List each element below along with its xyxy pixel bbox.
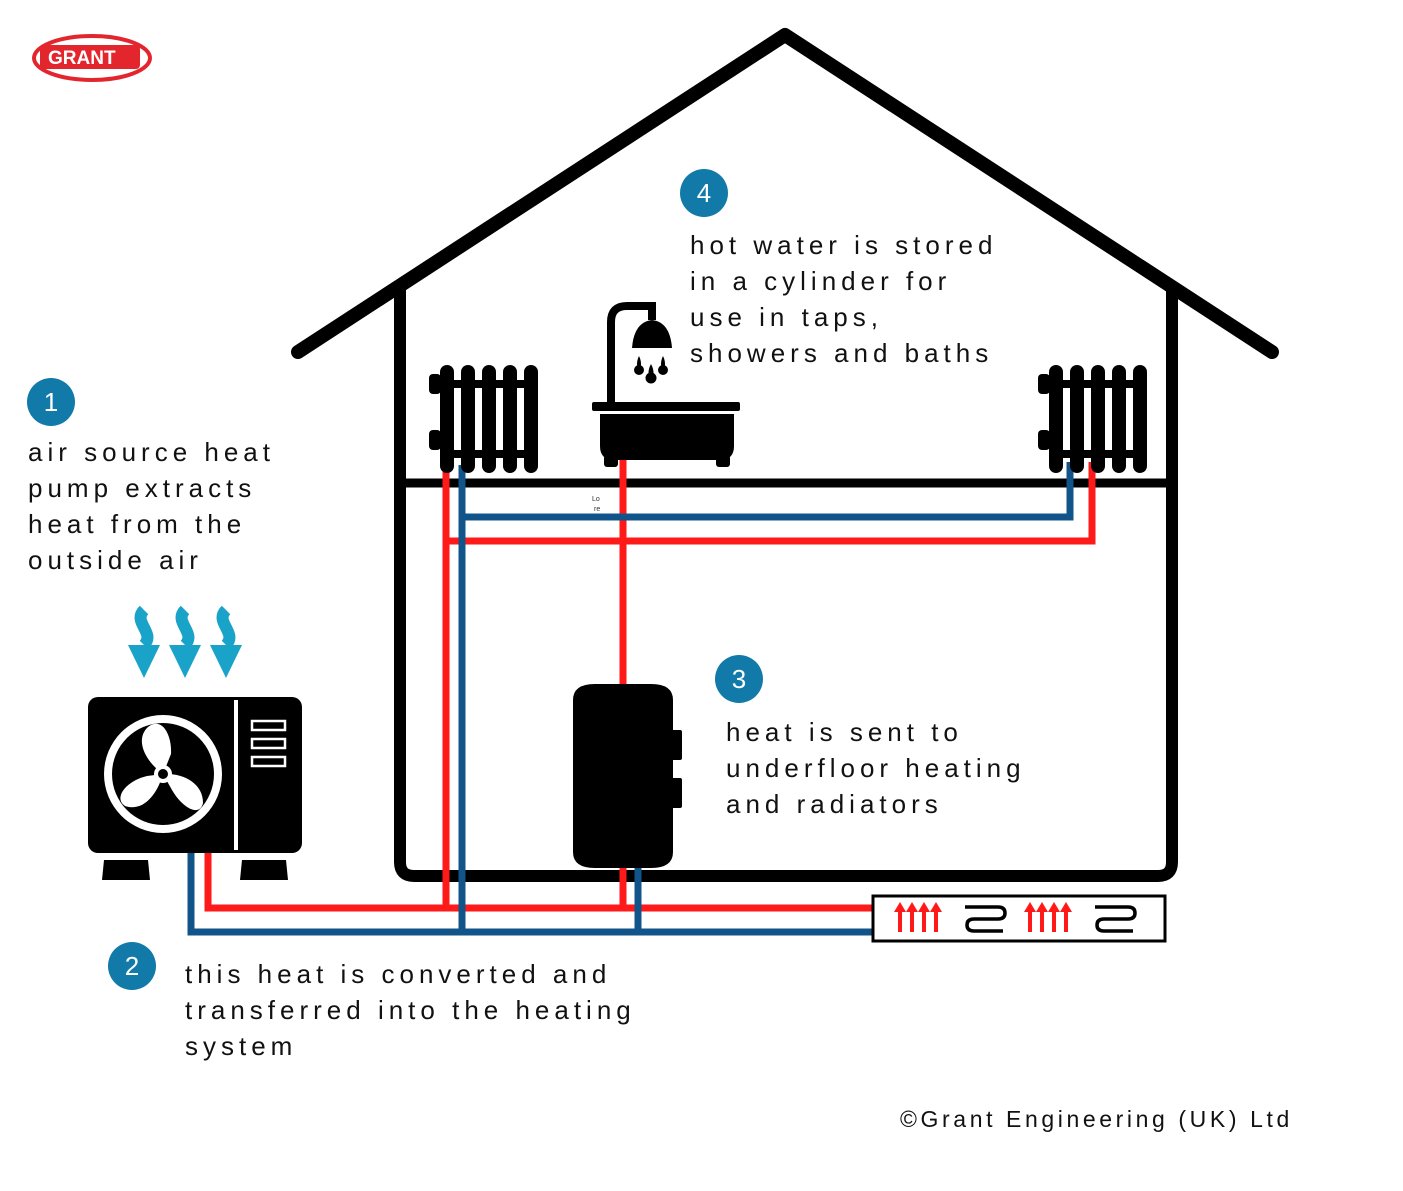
cold-pipes bbox=[187, 462, 1074, 936]
step-2-text: this heat is converted and transferred i… bbox=[185, 956, 636, 1064]
step-4-text: hot water is stored in a cylinder for us… bbox=[690, 227, 997, 371]
airflow-arrows-icon bbox=[128, 605, 242, 678]
step-3-text: heat is sent to underfloor heating and r… bbox=[726, 714, 1026, 822]
bath-icon bbox=[592, 402, 740, 467]
step-1-line: air source heat bbox=[28, 437, 275, 467]
step-2-number: 2 bbox=[125, 951, 139, 981]
step-3-line: underfloor heating bbox=[726, 753, 1026, 783]
radiator-icon bbox=[429, 365, 538, 473]
step-3-line: and radiators bbox=[726, 789, 943, 819]
step-2-line: this heat is converted and bbox=[185, 959, 612, 989]
heat-pump-icon bbox=[88, 697, 302, 880]
step-1-line: outside air bbox=[28, 545, 203, 575]
copyright-text: ©Grant Engineering (UK) Ltd bbox=[900, 1106, 1293, 1132]
step-2-line: system bbox=[185, 1031, 298, 1061]
hot-pipes bbox=[204, 458, 1096, 912]
step-4-line: hot water is stored bbox=[690, 230, 998, 260]
step-1-number: 1 bbox=[44, 387, 58, 417]
cylinder-icon bbox=[573, 684, 682, 868]
step-4-badge: 4 bbox=[680, 169, 728, 217]
step-4-number: 4 bbox=[697, 178, 711, 208]
fan-icon bbox=[104, 715, 222, 833]
step-1-line: pump extracts bbox=[28, 473, 257, 503]
house-outline bbox=[291, 28, 1279, 882]
logo-superscript: UK bbox=[121, 46, 129, 52]
logo-text: GRANT bbox=[48, 48, 116, 69]
step-4-line: showers and baths bbox=[690, 338, 994, 368]
shower-icon bbox=[607, 302, 672, 404]
step-3-number: 3 bbox=[732, 664, 746, 694]
radiator-icon bbox=[1038, 365, 1147, 473]
small-label-line1: Lo bbox=[592, 496, 600, 503]
step-3-line: heat is sent to bbox=[726, 717, 963, 747]
small-label-line2: re bbox=[594, 506, 600, 513]
step-1-badge: 1 bbox=[27, 378, 75, 426]
step-4-line: in a cylinder for bbox=[690, 266, 952, 296]
step-1-line: heat from the bbox=[28, 509, 247, 539]
grant-logo: GRANT UK bbox=[32, 34, 152, 82]
step-3-badge: 3 bbox=[715, 655, 763, 703]
step-4-line: use in taps, bbox=[690, 302, 883, 332]
underfloor-heating-icon bbox=[871, 894, 1167, 943]
step-2-line: transferred into the heating bbox=[185, 995, 636, 1025]
step-1-text: air source heat pump extracts heat from … bbox=[28, 434, 275, 578]
step-2-badge: 2 bbox=[108, 942, 156, 990]
